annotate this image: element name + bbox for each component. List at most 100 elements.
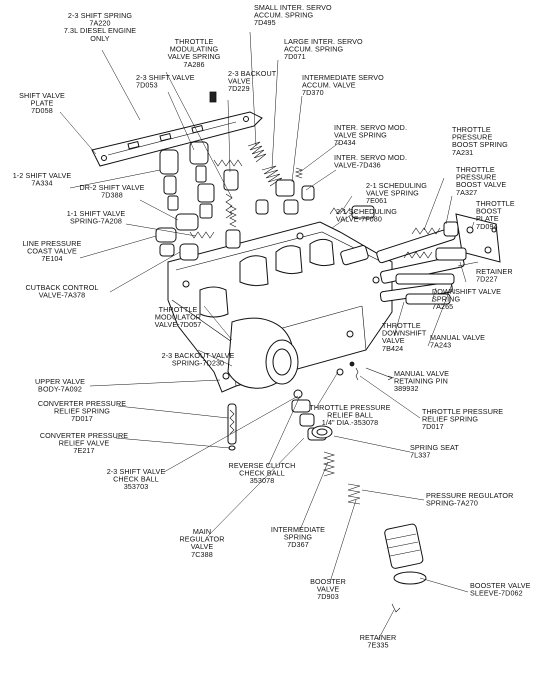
label-line: SPRING SEAT	[410, 443, 459, 452]
label-line: SHIFT VALVE	[19, 91, 65, 100]
label-line: 7D094	[476, 222, 498, 231]
label-line: 7D495	[254, 18, 276, 27]
label-line: VALVE	[382, 336, 405, 345]
label-line: SPRING-7D230	[172, 359, 224, 368]
retainer-clip-part	[391, 603, 401, 613]
label-line: DR-2 SHIFT VALVE	[79, 183, 144, 192]
label-line: THROTTLE	[452, 125, 491, 134]
label-line: 7D071	[284, 52, 306, 61]
downshift-manual-valves	[395, 247, 479, 305]
label-line: DOWNSHIFT VALVE	[432, 287, 501, 296]
label-line: LINE PRESSURE	[23, 239, 82, 248]
label-line: 7.3L DIESEL ENGINE	[64, 26, 136, 35]
label-line: 7D058	[31, 106, 53, 115]
label-line: CHECK BALL	[113, 475, 159, 484]
label-line: INTERMEDIATE SERVO	[302, 73, 384, 82]
label-line: LARGE INTER. SERVO	[284, 37, 363, 46]
label-line: VALVE-7F080	[336, 215, 382, 224]
label-line: BODY-7A092	[38, 385, 82, 394]
label-line: 7D388	[101, 191, 123, 200]
label-line: VALVE SPRING	[168, 52, 221, 61]
label-line: 7D370	[302, 88, 324, 97]
label-line: 1-1 SHIFT VALVE	[67, 209, 126, 218]
label-line: RELIEF BALL	[327, 411, 373, 420]
label-line: CUTBACK CONTROL	[26, 283, 99, 292]
label-line: 7E335	[367, 641, 388, 650]
label-line: INTER. SERVO MOD.	[334, 123, 407, 132]
label-line: 7A231	[452, 148, 473, 157]
label-line: BOOST SPRING	[452, 140, 508, 149]
label-line: 7D017	[71, 414, 93, 423]
label-line: CHECK BALL	[239, 469, 285, 478]
label-line: 2-3 BACKOUT VALVE	[162, 351, 235, 360]
label-line: 7B424	[382, 344, 403, 353]
label-line: SPRING	[284, 533, 312, 542]
label-line: REVERSE CLUTCH	[229, 461, 296, 470]
label-line: SPRING	[432, 295, 460, 304]
label-line: VALVE SPRING	[334, 131, 387, 140]
label-line: REGULATOR	[180, 535, 225, 544]
label-line: 7A243	[430, 341, 451, 350]
check-ball-part	[293, 389, 303, 399]
label-line: THROTTLE PRESSURE	[422, 407, 503, 416]
label-line: RELIEF VALVE	[59, 439, 110, 448]
label-line: 2-1 SCHEDULING	[366, 181, 427, 190]
label-line: ACCUM. SPRING	[284, 45, 344, 54]
label-line: VALVE SPRING	[366, 189, 419, 198]
label-line: 7A220	[89, 19, 110, 28]
label-line: CONVERTER PRESSURE	[38, 399, 126, 408]
label-line: BOOSTER VALVE	[470, 581, 531, 590]
label-line: UPPER VALVE	[35, 377, 85, 386]
label-line: BOOST VALVE	[456, 180, 506, 189]
backout-valve-part	[209, 91, 243, 219]
label-line: MAIN	[193, 527, 211, 536]
label-line: THROTTLE PRESSURE	[309, 403, 390, 412]
label-line: THROTTLE	[476, 199, 515, 208]
label-line: 2-3 SHIFT VALVE	[136, 73, 195, 82]
label-line: 7D053	[136, 81, 158, 90]
label-line: ACCUM. VALVE	[302, 81, 356, 90]
label-line: SLEEVE-7D062	[470, 589, 523, 598]
retaining-pin-part	[365, 367, 393, 381]
label-line: 7E217	[73, 446, 94, 455]
label-line: THROTTLE	[159, 305, 198, 314]
label-line: 353078	[250, 476, 275, 485]
label-line: VALVE	[191, 542, 214, 551]
label-line: 2-3 SHIFT SPRING	[68, 11, 132, 20]
label-line: 7L337	[410, 451, 431, 460]
label-line: 7A334	[31, 179, 52, 188]
label-line: 7C388	[191, 550, 213, 559]
converter-relief-part	[227, 403, 237, 451]
label-line: 7A327	[456, 188, 477, 197]
label-line: 7D229	[228, 84, 250, 93]
booster-valve-part	[384, 523, 427, 585]
label-line: MANUAL VALVE	[394, 369, 449, 378]
label-line: VALVE	[317, 585, 340, 594]
label-line: 7D903	[317, 592, 339, 601]
regulator-spring-part	[347, 483, 361, 505]
